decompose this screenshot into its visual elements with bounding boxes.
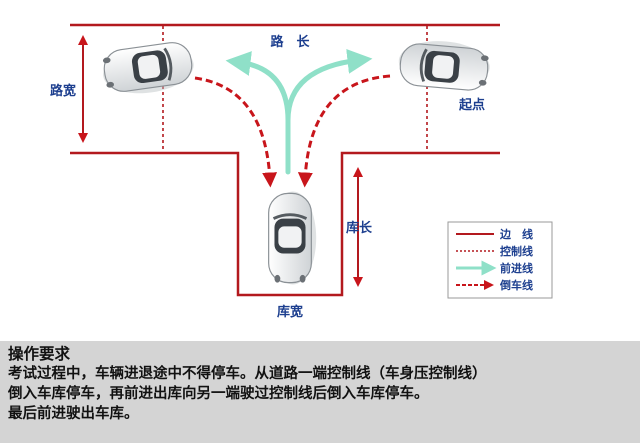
- start-label: 起点: [458, 97, 485, 113]
- legend: 边 线 控制线 前进线 倒车线: [447, 221, 553, 299]
- car-start: [395, 36, 494, 94]
- legend-control-label: 控制线: [500, 244, 533, 258]
- legend-reverse-label: 倒车线: [499, 278, 533, 292]
- reverse-path: [194, 74, 391, 188]
- forward-path: [225, 48, 373, 175]
- legend-forward-label: 前进线: [500, 261, 533, 275]
- car-garage: [267, 189, 318, 287]
- road-length-label: 路 长: [270, 34, 310, 50]
- instructions-line-2: 倒入车库停车，再前进出库向另一端驶过控制线后倒入车库停车。: [8, 386, 429, 402]
- instructions-line-3: 最后前进驶出车库。: [8, 406, 139, 422]
- car-left: [98, 38, 199, 101]
- edge-lines: [70, 23, 500, 297]
- instructions-line-1: 考试过程中，车辆进退途中不得停车。从道路一端控制线（车身压控制线）: [8, 366, 487, 382]
- road-width-label: 路宽: [50, 83, 76, 99]
- instructions-heading: 操作要求: [8, 345, 71, 363]
- garage-width-label: 库宽: [277, 304, 303, 320]
- instructions-panel: 操作要求 考试过程中，车辆进退途中不得停车。从道路一端控制线（车身压控制线） 倒…: [0, 341, 640, 443]
- legend-edge-label: 边 线: [499, 227, 533, 241]
- parking-diagram: 路 长 路宽 起点 库长 库宽 边 线 控制线 前进线 倒车线: [50, 23, 553, 320]
- garage-length-label: 库长: [346, 220, 373, 236]
